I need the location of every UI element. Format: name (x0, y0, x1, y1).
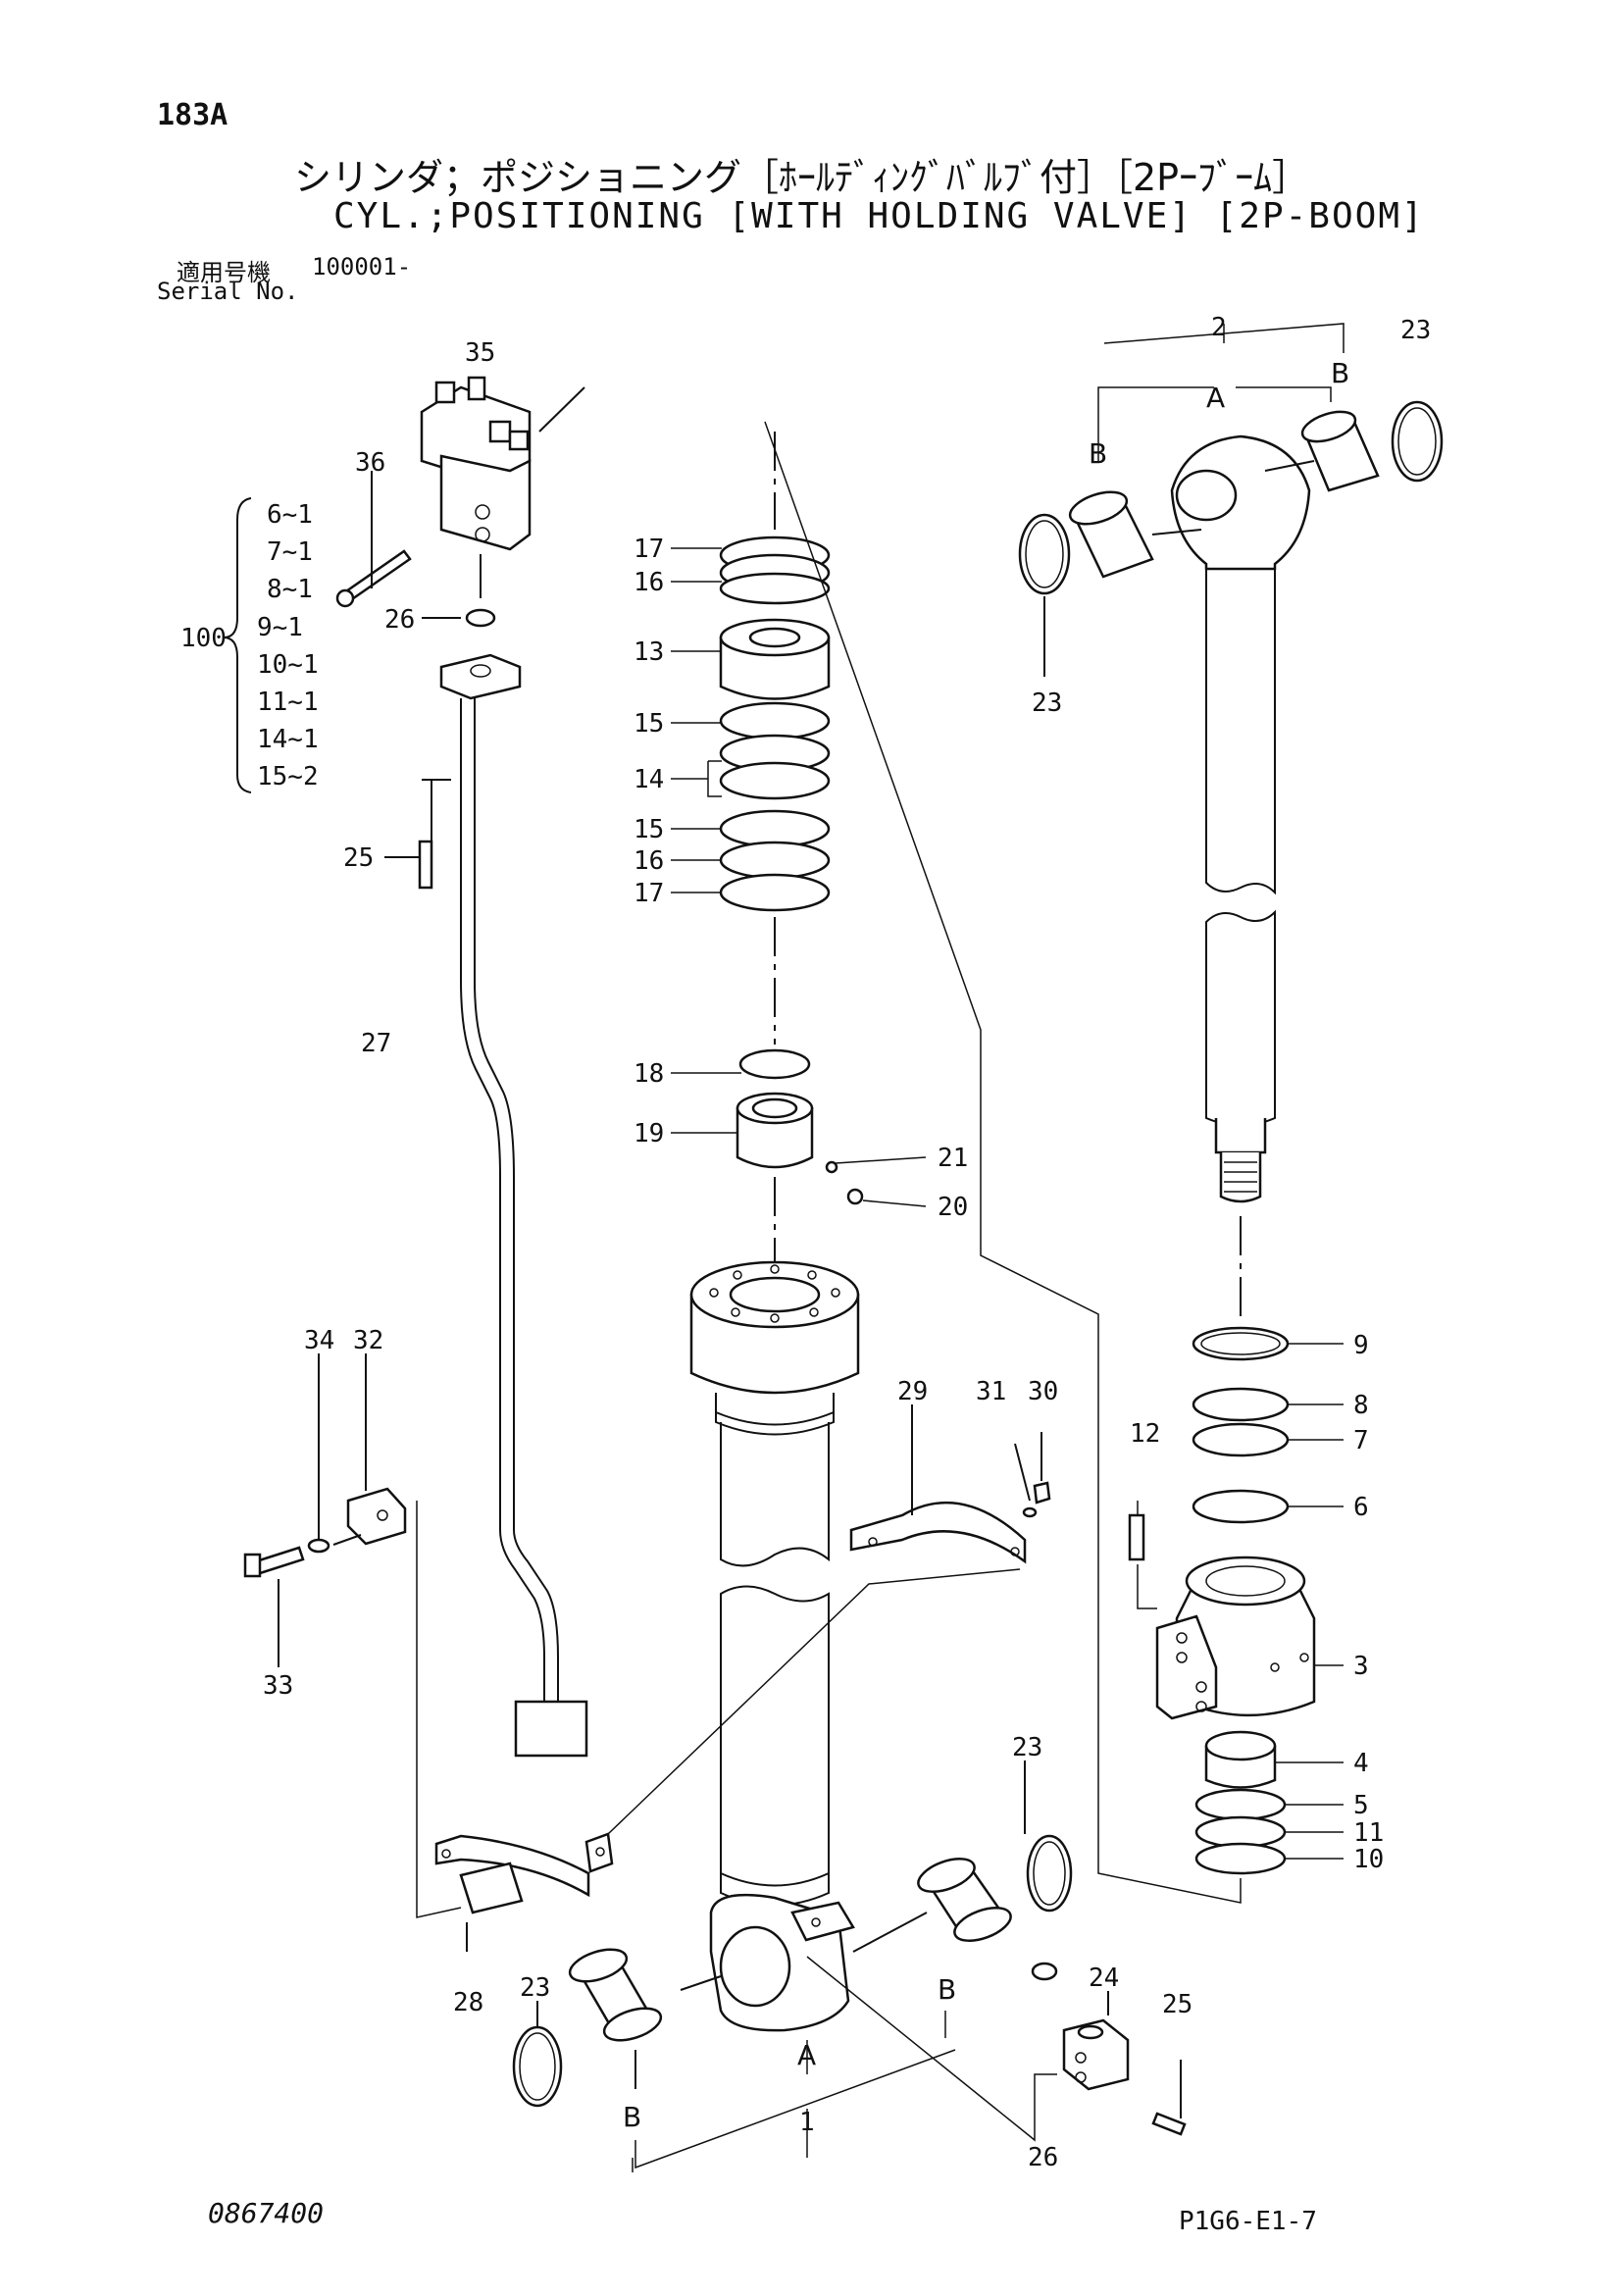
callout-26: 26 (1028, 2143, 1058, 2172)
bushing-right-lower (852, 1760, 1073, 1953)
kit-item: 8~1 (267, 575, 313, 604)
callout-5: 5 (1353, 1791, 1369, 1820)
callout-2: 2 (1211, 313, 1227, 342)
callout-23: 23 (1400, 316, 1431, 345)
callout-20: 20 (938, 1193, 968, 1222)
band-clamp-28 (416, 1501, 1021, 1952)
valve-bolt (335, 471, 412, 608)
callout-25: 25 (1162, 1990, 1193, 2019)
kit-item: 10~1 (257, 650, 319, 680)
callout-1: 1 (799, 2108, 815, 2137)
callout-32: 32 (353, 1326, 383, 1355)
cylinder-tube (689, 1260, 860, 2032)
callout-19: 19 (634, 1119, 664, 1148)
callout-10: 10 (1353, 1845, 1384, 1874)
pin-label-a: A (1206, 382, 1225, 414)
callout-25: 25 (343, 843, 374, 873)
kit-item: 7~1 (267, 537, 313, 567)
serial-value: 100001- (312, 253, 412, 281)
callout-16: 16 (634, 568, 664, 597)
callout-18: 18 (634, 1059, 664, 1089)
callout-14: 14 (634, 765, 664, 794)
callout-36: 36 (355, 448, 385, 478)
bushing-left (512, 1948, 722, 2108)
page-code: 183A (157, 98, 228, 132)
callout-34: 34 (304, 1326, 334, 1355)
sheet-reference: P1G6-E1-7 (1179, 2207, 1317, 2236)
kit-item: 15~2 (257, 762, 319, 791)
band-clamp-29 (849, 1404, 1051, 1564)
callout-7: 7 (1353, 1426, 1369, 1455)
o-ring (465, 608, 496, 628)
callout-labels: 35 36 26 25 27 17 16 13 15 14 15 16 17 1… (263, 313, 1431, 2172)
callout-6: 6 (1353, 1493, 1369, 1522)
kit-item: 6~1 (267, 500, 313, 530)
callout-13: 13 (634, 638, 664, 667)
callout-17: 17 (634, 879, 664, 908)
callout-12: 12 (1130, 1419, 1160, 1449)
title-japanese: シリンダ；ポジショニング［ﾎｰﾙﾃﾞｨﾝｸﾞﾊﾞﾙﾌﾞ付］［2Pｰﾌﾞｰﾑ］ (294, 156, 1310, 199)
callout-4: 4 (1353, 1749, 1369, 1778)
kit-bracket: 100 6~1 7~1 8~1 9~1 10~1 11~1 14~1 15~2 (180, 497, 319, 793)
callout-leaders (671, 547, 927, 1207)
callout-23: 23 (1012, 1733, 1042, 1762)
callout-24: 24 (1089, 1964, 1119, 1993)
callout-8: 8 (1353, 1391, 1369, 1420)
clamp-32 (243, 1353, 407, 1667)
pin-bushings-upper (1018, 323, 1444, 677)
callout-21: 21 (938, 1144, 968, 1173)
pin-label-a: A (797, 2039, 816, 2071)
piston-seals (719, 432, 864, 1275)
callout-23: 23 (520, 1973, 550, 2003)
pin-label-b: B (938, 1973, 956, 2006)
callout-30: 30 (1028, 1377, 1058, 1406)
callout-26: 26 (384, 605, 415, 635)
callout-23: 23 (1032, 689, 1062, 718)
callout-9: 9 (1353, 1331, 1369, 1360)
callout-16: 16 (634, 846, 664, 876)
callout-15: 15 (634, 709, 664, 739)
pin-label-b: B (1089, 437, 1107, 470)
callout-35: 35 (465, 338, 495, 368)
document-number: 0867400 (208, 2197, 325, 2229)
rod-head-seals (764, 421, 1344, 1904)
callout-29: 29 (897, 1377, 928, 1406)
kit-item: 11~1 (257, 688, 319, 717)
callout-27: 27 (361, 1029, 391, 1058)
pin-label-b: B (623, 2101, 641, 2133)
callout-31: 31 (976, 1377, 1006, 1406)
callout-11: 11 (1353, 1818, 1384, 1848)
pin-label-b: B (1331, 357, 1349, 389)
pin-reference-lines (632, 1956, 1057, 2172)
serial-label-english: Serial No. (157, 278, 299, 305)
callout-17: 17 (634, 535, 664, 564)
piston-rod (1170, 434, 1311, 1319)
callout-15: 15 (634, 815, 664, 844)
title-english: CYL.;POSITIONING [WITH HOLDING VALVE] [2… (333, 196, 1425, 236)
callout-28: 28 (453, 1988, 483, 2017)
hydraulic-pipe (460, 698, 545, 1702)
clamp-24 (1031, 1962, 1187, 2136)
callout-3: 3 (1353, 1652, 1369, 1681)
kit-item: 14~1 (257, 725, 319, 754)
kit-item: 9~1 (257, 613, 303, 642)
kit-number: 100 (180, 624, 227, 653)
callout-33: 33 (263, 1671, 293, 1701)
holding-valve (420, 376, 585, 598)
serial-label-japanese: 適用号機 (177, 259, 271, 286)
